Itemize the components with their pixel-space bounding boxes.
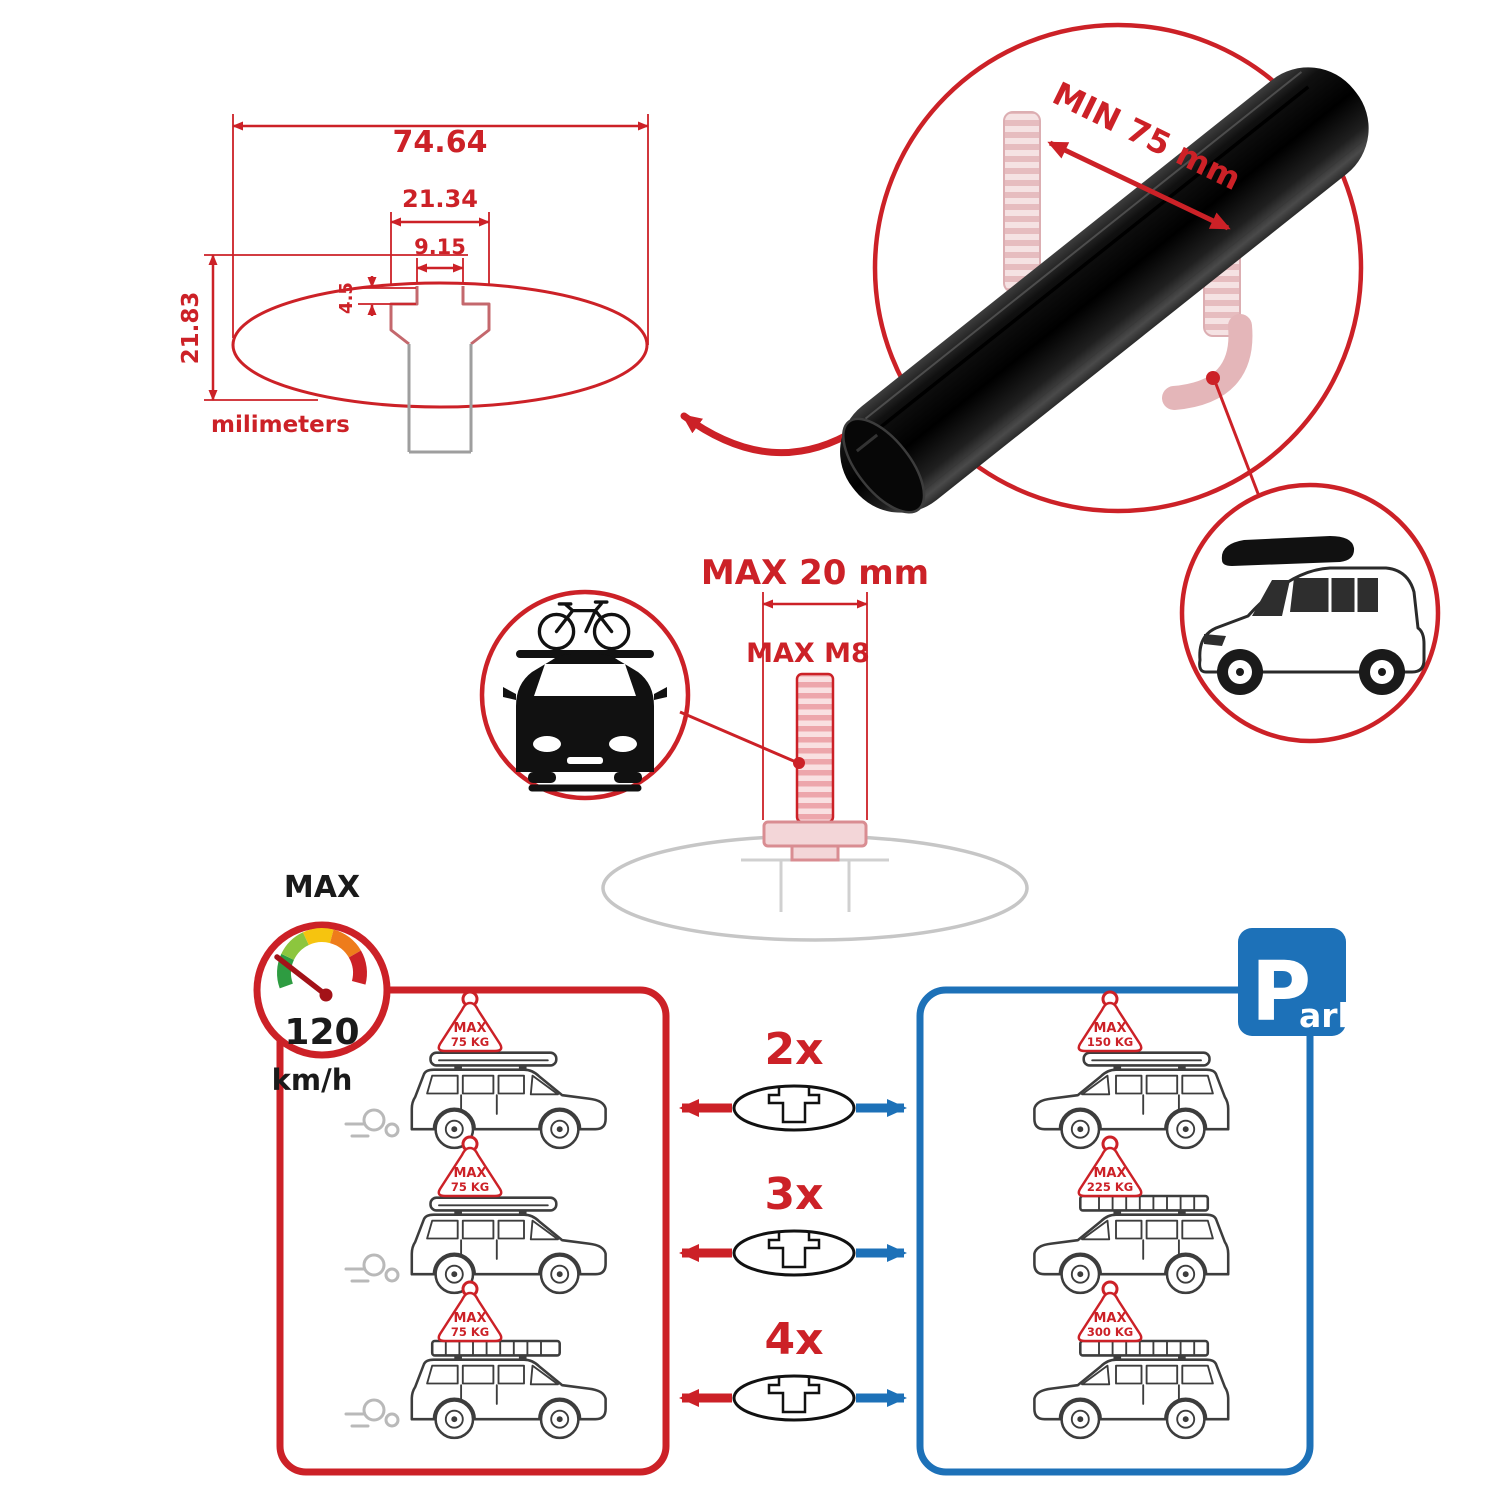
- dim-height: 21.83: [178, 254, 468, 401]
- crossbar-3d-icon: [840, 67, 1369, 514]
- tag-max-label: MAX: [1093, 1021, 1126, 1036]
- tag-max-label: MAX: [453, 1021, 486, 1036]
- crossbar-detail-circle: MIN 75 mm: [840, 22, 1369, 514]
- gauge-pivot: [319, 988, 333, 1002]
- gauge-dial-icon: [277, 928, 367, 989]
- bolt-max-thread-label: MAX M8: [746, 638, 870, 669]
- tag-weight-label: 75 KG: [451, 1325, 489, 1339]
- parking-sign: P ark: [1238, 928, 1361, 1040]
- suv-roofbox-circle: [1179, 482, 1441, 744]
- bar-count-label: 4x: [765, 1314, 824, 1365]
- units-label: milimeters: [211, 412, 350, 438]
- section-pointer-arrow-icon: [680, 412, 860, 457]
- dim-height-label: 21.83: [178, 292, 204, 365]
- dim-total-width: 74.64: [232, 114, 649, 345]
- tag-max-label: MAX: [453, 1311, 486, 1326]
- bar-count-label: 2x: [765, 1024, 824, 1075]
- dim-slot-width-label: 21.34: [402, 185, 478, 213]
- crossbar-section-icon: [732, 1374, 856, 1422]
- bike-icon: [537, 600, 631, 651]
- speed-max-label: MAX: [284, 870, 360, 905]
- tag-max-label: MAX: [1093, 1311, 1126, 1326]
- capacity-row-2: MAX 75 KG 3x MAX 225 KG: [344, 1135, 1230, 1295]
- bolt-leader-dot: [793, 757, 805, 769]
- tag-weight-label: 75 KG: [451, 1180, 489, 1194]
- dim-total-width-label: 74.64: [393, 125, 488, 160]
- dim-slot-width: 21.34: [390, 185, 490, 286]
- roof-cargo-box-icon: [1221, 536, 1355, 566]
- leader-dot: [1206, 371, 1220, 385]
- gauge-needle-icon: [274, 954, 329, 998]
- dim-lip-depth: 4.5: [336, 276, 416, 316]
- suv-icon: [1198, 536, 1426, 695]
- dim-opening-width: 9.15: [414, 235, 466, 284]
- tag-weight-label: 225 KG: [1087, 1180, 1133, 1194]
- bar-count-label: 3x: [765, 1169, 824, 1220]
- tag-weight-label: 75 KG: [451, 1035, 489, 1049]
- tag-weight-label: 150 KG: [1087, 1035, 1133, 1049]
- tag-weight-label: 300 KG: [1087, 1325, 1133, 1339]
- bolt-leader-line: [679, 710, 797, 764]
- crossbar-section-icon: [732, 1229, 856, 1277]
- dim-lip-depth-label: 4.5: [336, 282, 357, 314]
- parking-sign-letter: P: [1251, 945, 1311, 1040]
- tag-max-label: MAX: [453, 1166, 486, 1181]
- profile-dimension-diagram: 74.64 21.34 9.15 4.5 21.83 milimeters: [178, 114, 649, 454]
- crossbar-section-icon: [732, 1084, 856, 1132]
- parking-sign-rest: ark: [1299, 996, 1361, 1035]
- profile-ellipse: [231, 281, 649, 409]
- t-bolt-icon: [762, 672, 868, 862]
- car-bike-circle: [479, 589, 691, 801]
- tag-max-label: MAX: [1093, 1166, 1126, 1181]
- car-front-icon: [503, 650, 667, 792]
- capacity-row-1: MAX 75 KG 2x MAX 150 KG: [344, 990, 1230, 1150]
- min-span-arrow-icon: [1047, 140, 1231, 231]
- leader-line: [1214, 383, 1264, 505]
- bolt-dimension-diagram: MAX 20 mm MAX M8: [601, 553, 1029, 942]
- dim-bolt-width: MAX 20 mm: [701, 553, 929, 820]
- speed-gauge: MAX 120 km/h: [253, 870, 391, 1097]
- speed-value: 120: [284, 1012, 359, 1053]
- speed-unit: km/h: [272, 1063, 353, 1097]
- capacity-row-3: MAX 75 KG 4x MAX 300 KG: [344, 1280, 1230, 1440]
- bolt-max-width-label: MAX 20 mm: [701, 553, 929, 593]
